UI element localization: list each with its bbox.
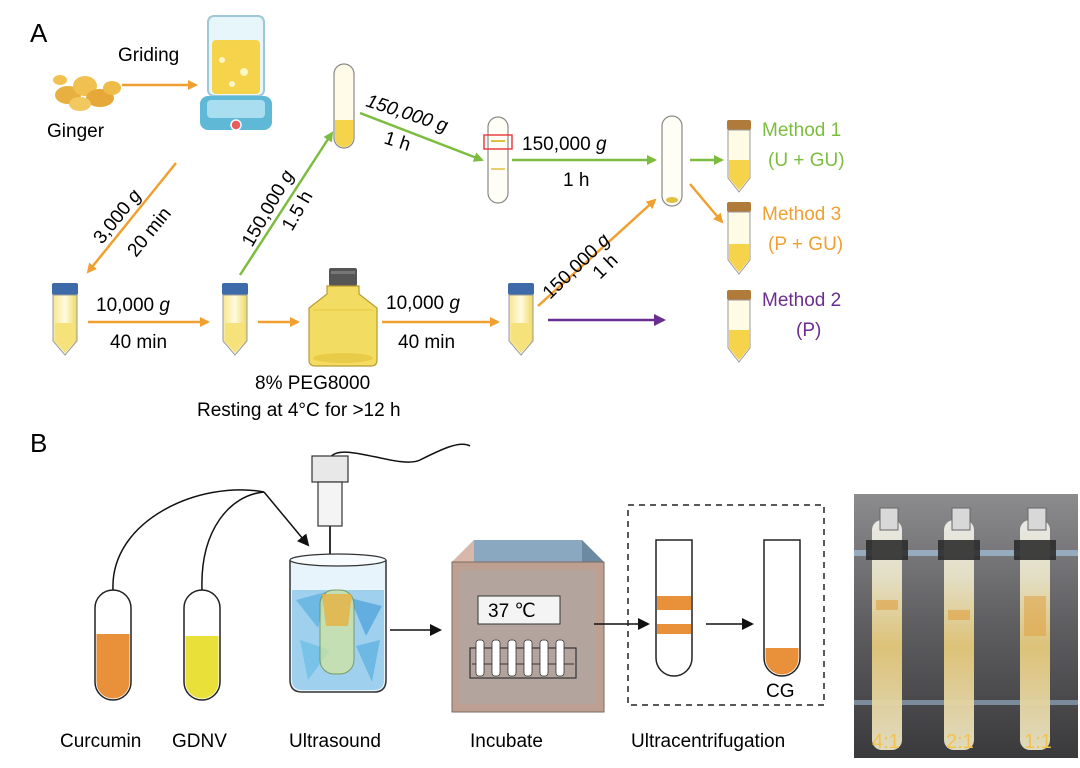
method1-detail: (U + GU) [768,150,845,171]
incubator-temperature: 37 ℃ [488,601,536,622]
method3-tube [727,202,751,275]
falcon-tube-3 [508,283,534,356]
peg-bottle-icon [308,268,378,367]
gdnv-tube [183,589,221,701]
ultra-tube-3 [661,115,683,207]
arrow-step1 [86,162,177,274]
curcumin-line [112,489,265,591]
cg-tube [763,539,801,677]
ultracentrifugation-label: Ultracentrifugation [631,731,785,752]
peg-line2: Resting at 4°C for >12 h [197,400,401,421]
ratio-1-1: 1:1 [1024,731,1052,753]
method1-name: Method 1 [762,120,841,141]
sonicator-probe-icon [311,443,471,640]
method3-detail: (P + GU) [768,234,843,255]
step6-speed: 10,000 g [386,293,460,314]
method3-name: Method 3 [762,204,841,225]
step2-speed: 10,000 g [96,295,170,316]
step2-time: 40 min [110,332,167,353]
ginger-icon [53,75,121,111]
ultrasound-beaker-icon [289,553,387,693]
step5-speed: 150,000 g [522,134,607,155]
griding-label: Griding [118,45,179,66]
pour-arrow [263,491,310,547]
ultrasound-label: Ultrasound [289,731,381,752]
falcon-tube-2 [222,283,248,356]
arrow-to-method3 [689,183,724,224]
arrow-step4 [359,111,484,162]
step6-time: 40 min [398,332,455,353]
panel-b-label: B [30,428,47,458]
tubes-photo [854,494,1078,758]
arrow-step3 [238,131,334,276]
fraction-highlight-box [483,134,513,150]
panel-a-label: A [30,18,48,48]
arrow-step7 [537,198,657,307]
method2-tube [727,290,751,363]
peg-line1: 8% PEG8000 [255,373,370,394]
ultra-tube-2 [483,116,513,204]
gdnv-line [201,491,265,591]
gradient-tube [655,539,693,677]
incubate-label: Incubate [470,731,543,752]
method1-tube [727,120,751,193]
step5-time: 1 h [563,170,589,191]
ratio-4-1: 4:1 [872,731,900,753]
method2-name: Method 2 [762,290,841,311]
gdnv-label: GDNV [172,731,227,752]
curcumin-tube [94,589,132,701]
ratio-2-1: 2:1 [946,731,974,753]
blender-icon [200,15,272,131]
method2-detail: (P) [796,320,821,341]
ultra-tube-1 [333,63,355,149]
curcumin-label: Curcumin [60,731,141,752]
ginger-label: Ginger [47,121,105,142]
cg-label: CG [766,681,795,702]
incubator-icon [451,540,605,713]
falcon-tube-1 [52,283,78,356]
